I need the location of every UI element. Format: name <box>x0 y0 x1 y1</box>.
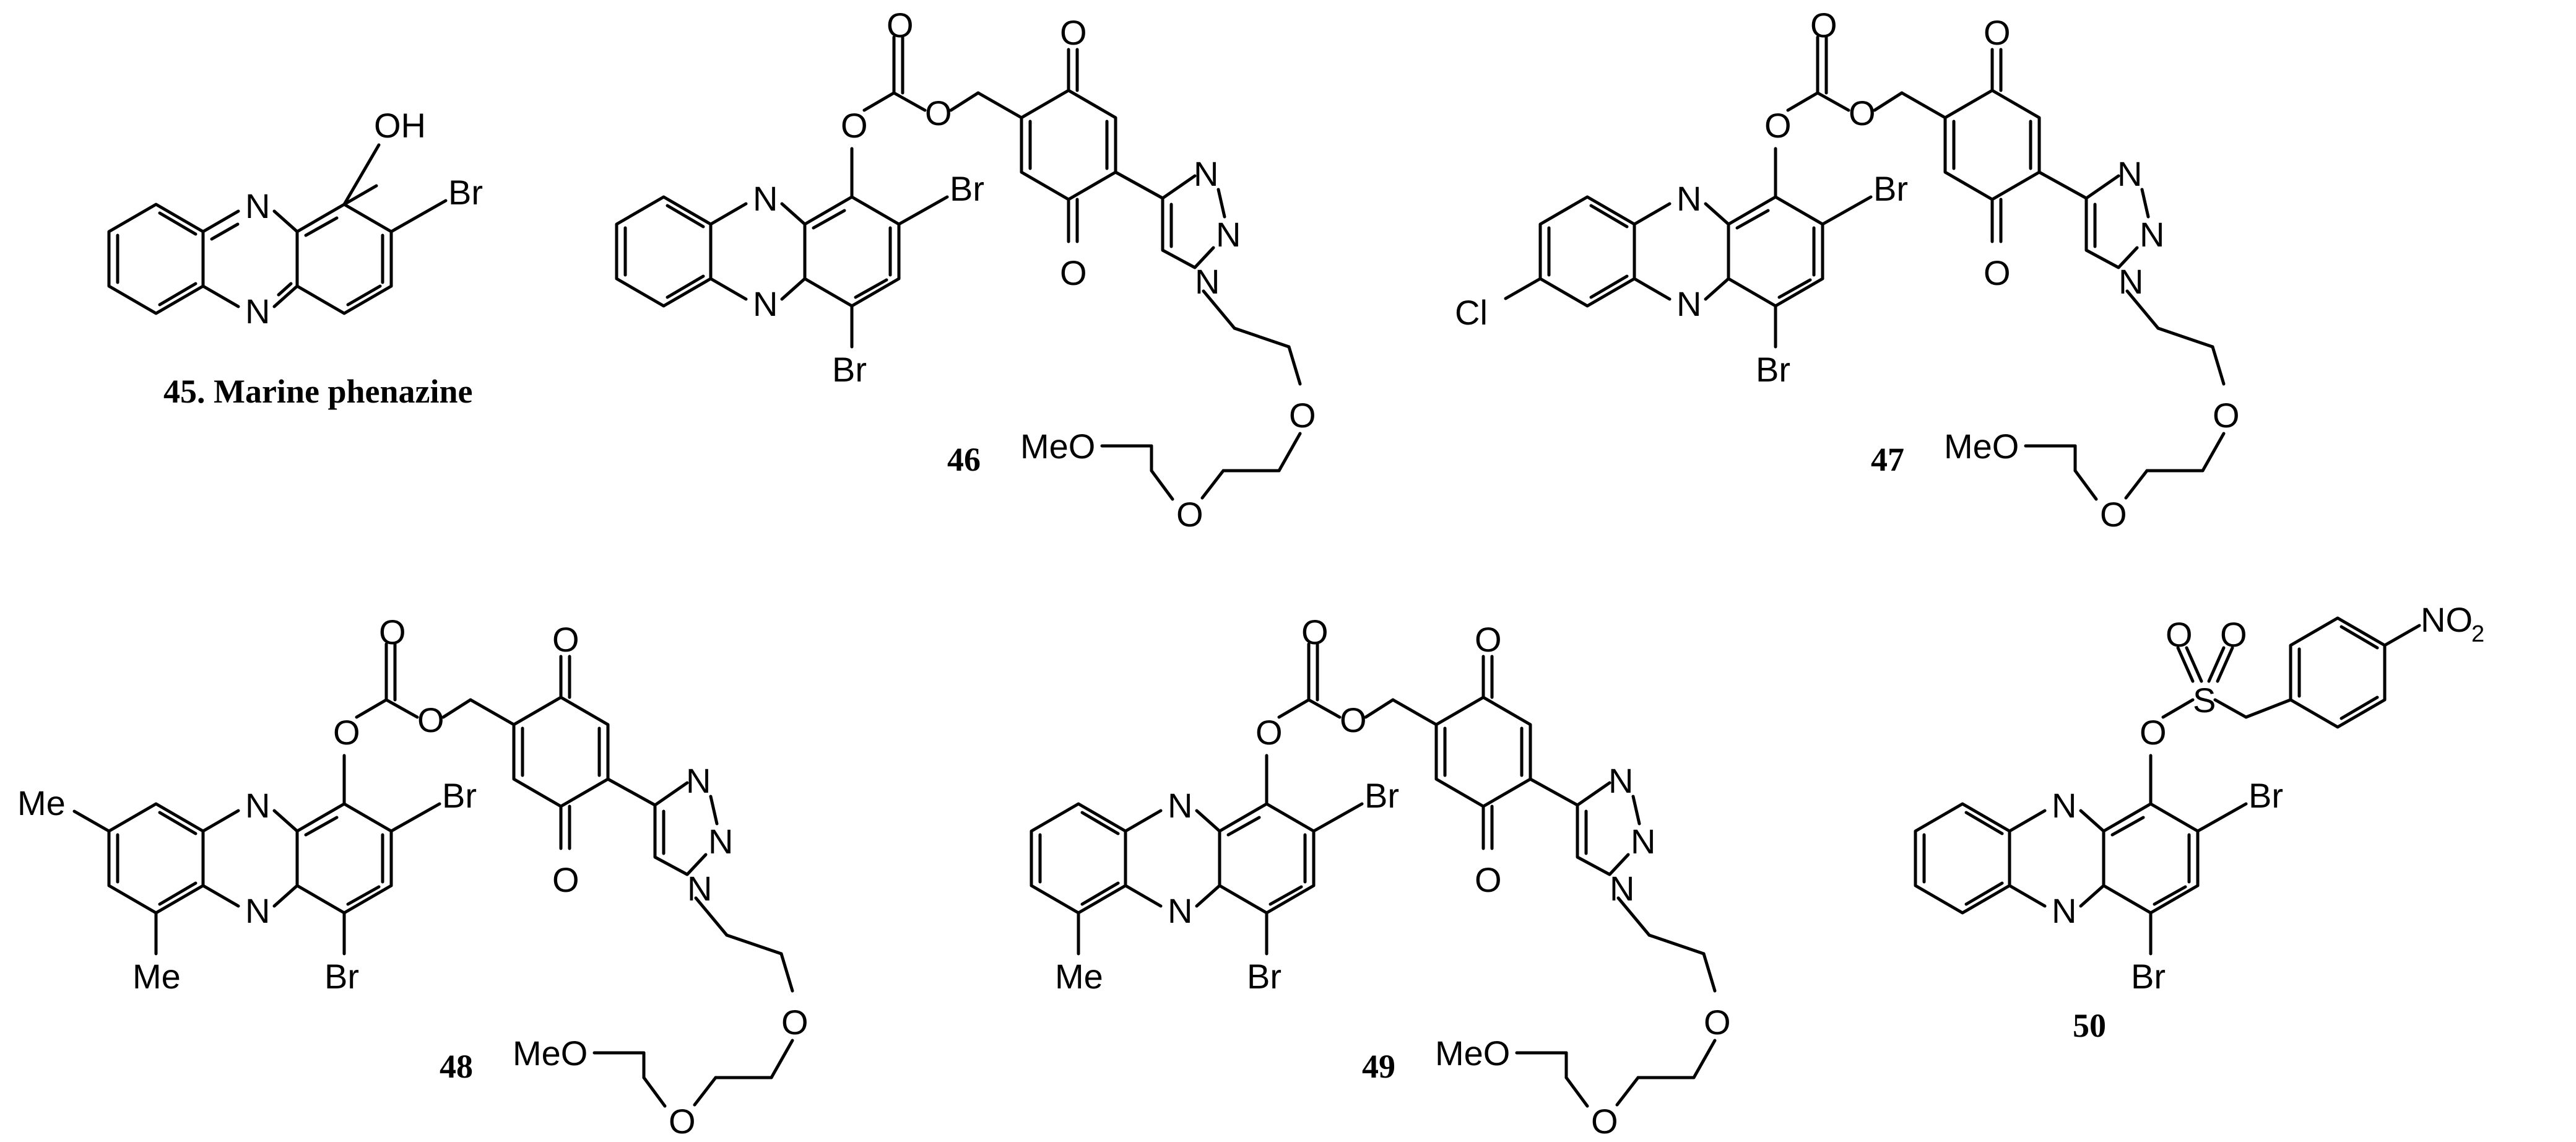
ring-nitrogen-top: N <box>1168 786 1192 825</box>
aryl-oxygen-label: O <box>1764 106 1792 145</box>
triazole-n1: N <box>687 869 712 908</box>
quinone-oxygen-top: O <box>1984 13 2011 52</box>
compound-46-label: 46 <box>947 441 981 478</box>
quinone-oxygen-top: O <box>1475 620 1502 659</box>
compound-50: N N Br Br O S O O NO 2 50 <box>1914 600 2484 1044</box>
peg-oxygen-1: O <box>781 1003 809 1042</box>
ring-nitrogen-bottom: N <box>1676 284 1701 323</box>
methyl-label-bottom: Me <box>132 957 181 996</box>
quinone-oxygen-bottom: O <box>552 860 579 899</box>
triazole-n1: N <box>1610 869 1634 908</box>
triazole-n1: N <box>2118 262 2143 301</box>
peg-oxygen-1: O <box>1704 1003 1731 1042</box>
ring-nitrogen-bottom: N <box>1168 891 1192 930</box>
compound-47-label: 47 <box>1871 441 1904 478</box>
sulfur-label: S <box>2193 681 2216 720</box>
aryl-oxygen-label: O <box>2140 713 2167 752</box>
triazole-n2: N <box>1216 215 1241 254</box>
methoxy-label: MeO <box>513 1034 588 1073</box>
peg-oxygen-2: O <box>1176 495 1203 534</box>
bromo-2-label: Br <box>1364 776 1399 815</box>
peg-oxygen-1: O <box>1289 396 1316 435</box>
bromo-4-label: Br <box>1756 350 1790 389</box>
bromo-2-label: Br <box>1873 169 1908 208</box>
compound-46-bonds <box>615 35 1302 501</box>
carbonyl-oxygen-label: O <box>1810 6 1837 45</box>
quinone-oxygen-bottom: O <box>1060 253 1087 292</box>
quinone-oxygen-top: O <box>552 620 579 659</box>
methyl-label: Me <box>1055 957 1103 996</box>
peg-oxygen-2: O <box>2100 495 2127 534</box>
methoxy-label: MeO <box>1435 1034 1510 1073</box>
triazole-n1: N <box>1195 262 1220 301</box>
triazole-n3: N <box>2117 154 2142 193</box>
compound-48-label: 48 <box>440 1048 473 1085</box>
peg-oxygen-2: O <box>669 1102 696 1141</box>
quinone-oxygen-top: O <box>1060 13 1087 52</box>
compound-45: OH N N Br 45. Marine phenazine <box>107 106 483 410</box>
aryl-oxygen-label: O <box>333 713 360 752</box>
sulfonyl-oxygen-2: O <box>2220 615 2247 654</box>
ester-oxygen-label: O <box>1340 700 1367 739</box>
compound-49: Me N N Br Br O O O O O N N N O O MeO 49 <box>1030 612 1731 1141</box>
ring-nitrogen-top: N <box>245 786 270 825</box>
bromo-label: Br <box>448 173 483 212</box>
peg-oxygen-2: O <box>1591 1102 1618 1141</box>
ring-nitrogen-top: N <box>753 179 778 218</box>
bromo-4-label: Br <box>832 350 867 389</box>
peg-oxygen-1: O <box>2213 396 2240 435</box>
triazole-n2: N <box>708 822 733 861</box>
ring-nitrogen-top: N <box>1676 179 1701 218</box>
methyl-label-top: Me <box>17 783 66 822</box>
nitro-label: NO <box>2421 600 2473 639</box>
bromo-4-label: Br <box>324 957 359 996</box>
compound-45-label: 45. Marine phenazine <box>163 373 472 410</box>
ring-nitrogen-bottom: N <box>245 891 270 930</box>
compound-47-bonds <box>1504 35 2226 501</box>
triazole-n2: N <box>2140 215 2164 254</box>
ester-oxygen-label: O <box>925 94 952 133</box>
quinone-oxygen-bottom: O <box>1475 860 1502 899</box>
nitro-subscript: 2 <box>2471 621 2484 647</box>
compound-49-label: 49 <box>1362 1048 1395 1085</box>
sulfonyl-oxygen-1: O <box>2166 615 2193 654</box>
ester-oxygen-label: O <box>417 700 445 739</box>
ring-nitrogen-bottom: N <box>2052 891 2076 930</box>
compound-48-bonds <box>72 642 794 1108</box>
methoxy-label: MeO <box>1944 427 2019 466</box>
quinone-oxygen-bottom: O <box>1984 253 2011 292</box>
bromo-2-label: Br <box>2249 776 2283 815</box>
triazole-n2: N <box>1631 822 1655 861</box>
triazole-n3: N <box>1194 154 1218 193</box>
ring-nitrogen-bottom: N <box>753 284 778 323</box>
bromo-4-label: Br <box>1247 957 1281 996</box>
bromo-4-label: Br <box>2131 957 2166 996</box>
ring-nitrogen-bottom: N <box>245 292 270 331</box>
triazole-n3: N <box>686 761 711 800</box>
methoxy-label: MeO <box>1020 427 1095 466</box>
bromo-2-label: Br <box>950 169 984 208</box>
aryl-oxygen-label: O <box>1255 713 1283 752</box>
carbonyl-oxygen-label: O <box>887 6 914 45</box>
compound-48: Me Me N N Br Br O O O O O N N N O O MeO … <box>17 612 809 1141</box>
ring-nitrogen-top: N <box>2052 786 2076 825</box>
compound-50-bonds <box>1914 616 2421 956</box>
compound-49-bonds <box>1030 642 1717 1108</box>
compound-47: Cl N N Br Br O O O O O N N N O O MeO 47 <box>1455 6 2240 534</box>
ester-oxygen-label: O <box>1849 94 1876 133</box>
ring-nitrogen-top: N <box>245 186 270 225</box>
compound-50-label: 50 <box>2073 1007 2106 1044</box>
compound-45-bonds <box>107 184 448 315</box>
triazole-n3: N <box>1608 761 1633 800</box>
hydroxyl-label: OH <box>374 106 426 145</box>
compound-46: N N Br Br O O O O O N N N O O MeO 46 <box>615 6 1316 534</box>
chloro-label: Cl <box>1455 293 1488 332</box>
aryl-oxygen-label: O <box>841 106 868 145</box>
bromo-2-label: Br <box>442 776 477 815</box>
carbonyl-oxygen-label: O <box>379 612 406 652</box>
carbonyl-oxygen-label: O <box>1301 612 1329 652</box>
